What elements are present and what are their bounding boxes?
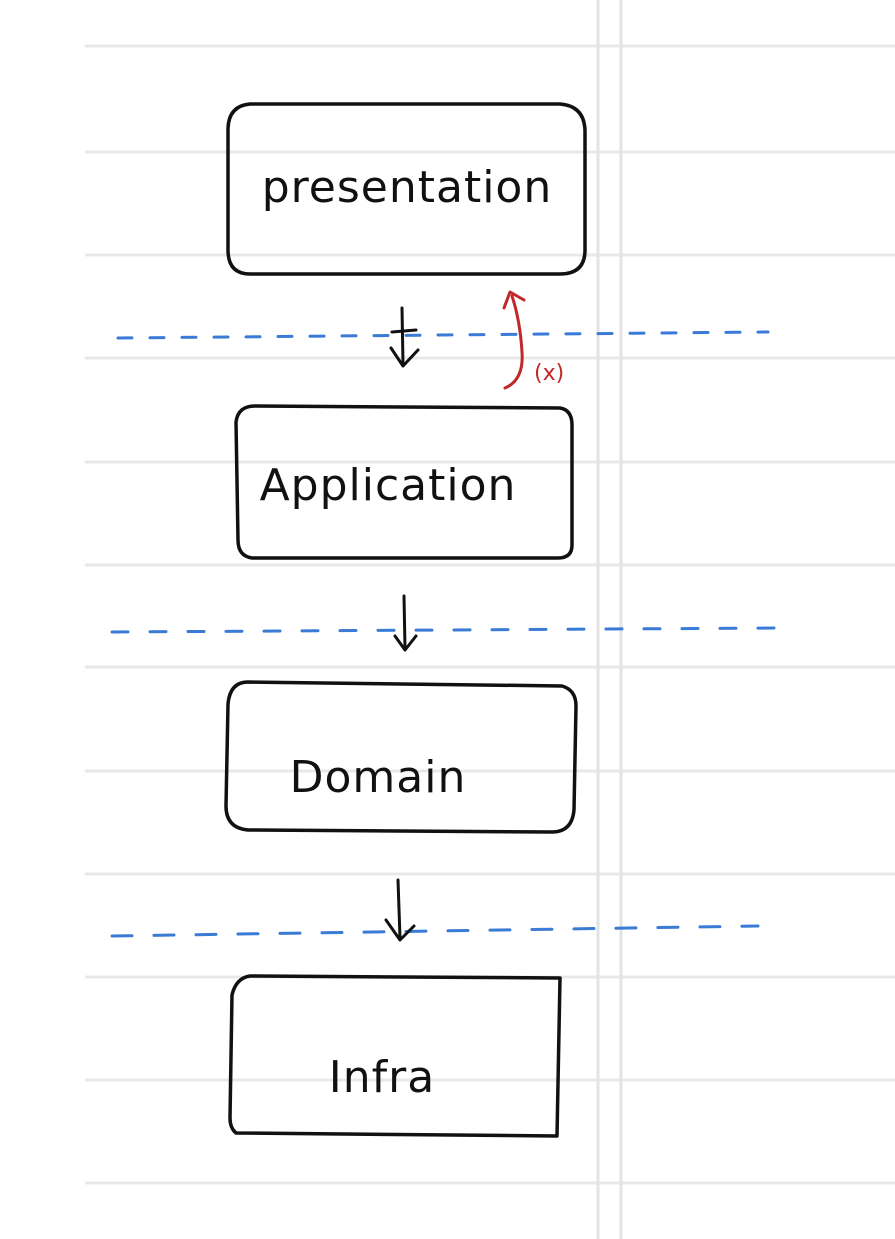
reverse-dependency: (x)	[502, 290, 564, 390]
separator-presentation-application	[116, 330, 770, 340]
domain-label: Domain	[290, 752, 467, 803]
forbidden-note: (x)	[534, 361, 564, 386]
presentation-box	[226, 102, 587, 276]
layer-boxes	[224, 102, 587, 1138]
dependency-arrows	[384, 306, 420, 942]
layer-separators	[110, 330, 780, 938]
down-arrow-icon	[393, 594, 418, 652]
application-box	[234, 404, 574, 560]
application-label: Application	[260, 460, 517, 511]
separator-domain-infra	[110, 924, 760, 938]
up-arrow-icon	[502, 290, 526, 390]
layer-labels: presentation Application Domain Infra	[260, 162, 553, 1103]
separator-application-domain	[110, 626, 780, 634]
domain-box	[224, 680, 578, 834]
paper-margin-lines	[596, 0, 623, 1239]
down-arrow-icon	[389, 306, 420, 368]
infra-label: Infra	[329, 1052, 435, 1103]
paper-rules	[85, 44, 895, 1185]
down-arrow-icon	[384, 878, 416, 942]
infra-box	[228, 974, 562, 1138]
presentation-label: presentation	[262, 162, 553, 213]
